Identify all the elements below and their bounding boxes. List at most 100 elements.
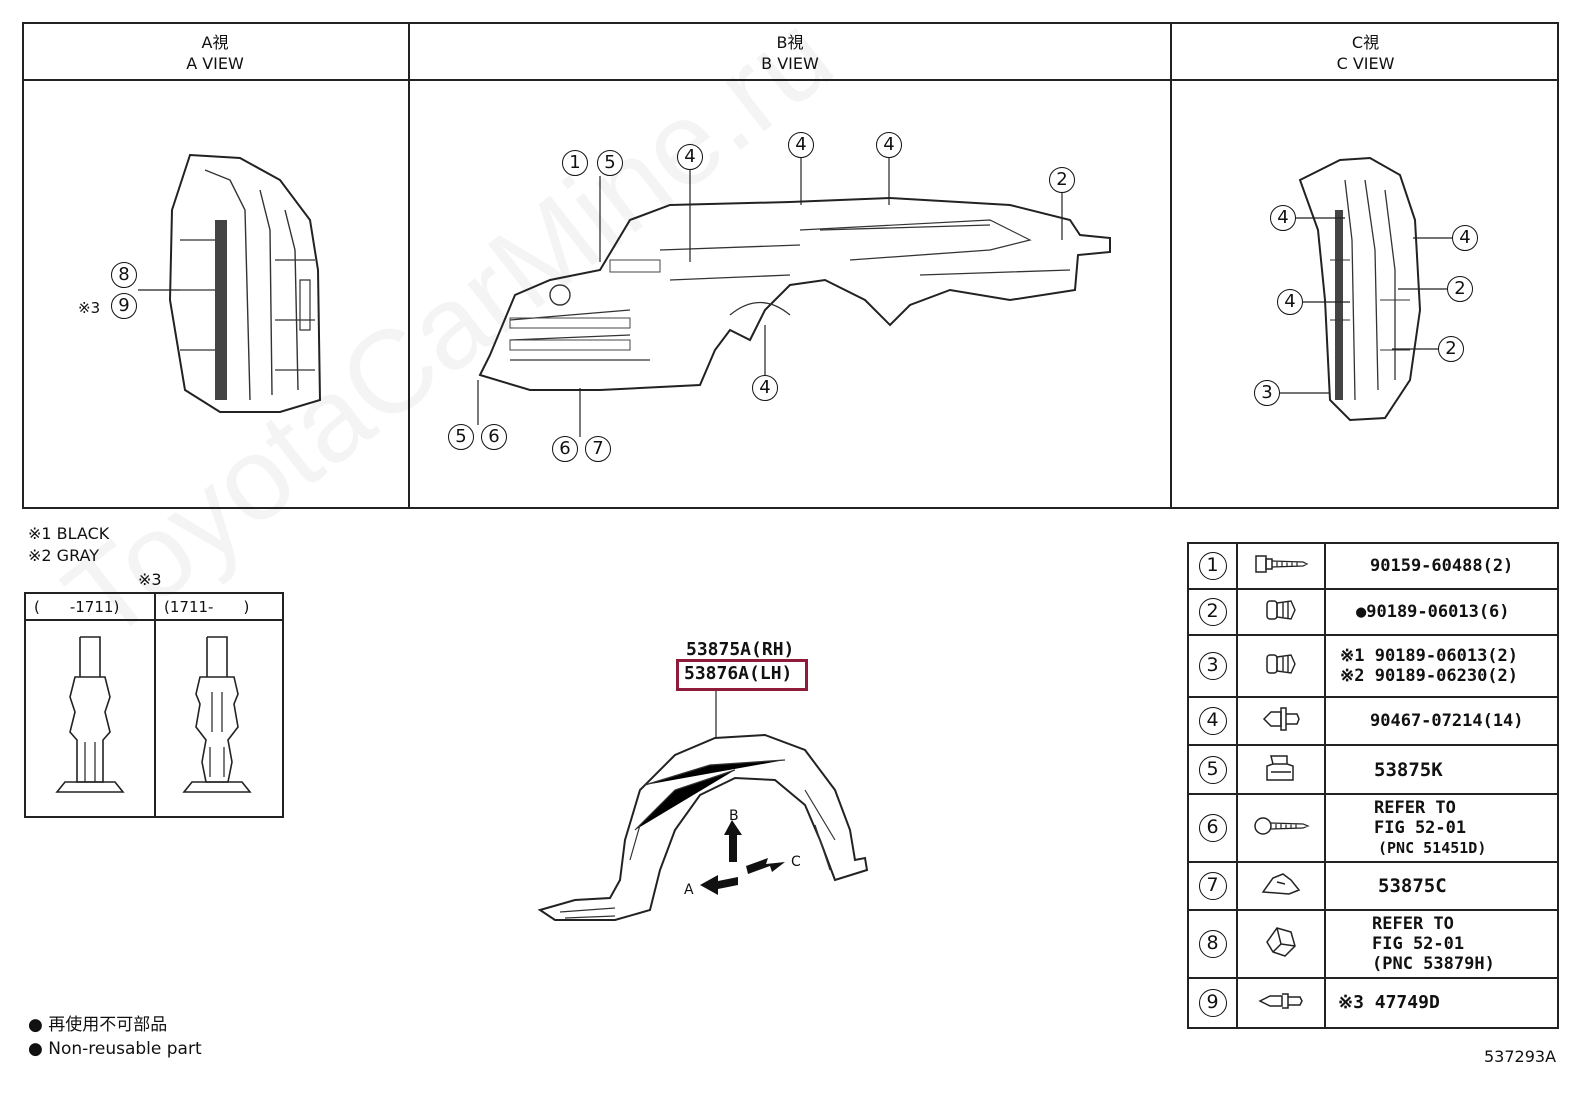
callout-4-b1: 4 bbox=[677, 144, 703, 170]
part-number[interactable]: ※2 90189-06230(2) bbox=[1340, 666, 1519, 686]
a-view-en: A VIEW bbox=[186, 54, 244, 73]
main-leader bbox=[715, 691, 717, 738]
b-view-en: B VIEW bbox=[761, 54, 819, 73]
a-view-jp: A視 bbox=[201, 33, 229, 52]
row-number: 8 bbox=[1198, 930, 1227, 958]
callout-5-b2: 5 bbox=[448, 424, 474, 450]
legend-jp: ● 再使用不可部品 bbox=[28, 1015, 168, 1035]
callout-4-b3: 4 bbox=[876, 132, 902, 158]
range-right: (1711- ) bbox=[164, 598, 250, 616]
callout-5-b: 5 bbox=[597, 150, 623, 176]
range-left: ( -1711) bbox=[34, 598, 120, 616]
a-view-header: A視 A VIEW bbox=[22, 32, 408, 74]
c-view-leaders bbox=[1280, 217, 1452, 394]
callout-9: 9 bbox=[111, 293, 137, 319]
part-number-rh: 53875A(RH) bbox=[686, 639, 795, 660]
note-3-title: ※3 bbox=[138, 570, 162, 589]
note-black: ※1 BLACK bbox=[28, 524, 110, 543]
screw-icon bbox=[1254, 817, 1310, 835]
row-number: 5 bbox=[1198, 755, 1227, 784]
table-row: 3 ※1 90189-06013(2)※2 90189-06230(2) bbox=[1187, 634, 1559, 698]
part-number[interactable]: 90467-07214(14) bbox=[1370, 711, 1524, 731]
parts-table: 1 90159-60488(2) 2 ●90189-06013(6) 3 ※1 … bbox=[1187, 542, 1559, 1029]
views-frame bbox=[22, 22, 1559, 509]
part-number[interactable]: 53875K bbox=[1374, 758, 1443, 781]
arrow-label-a: A bbox=[684, 882, 694, 898]
callout-7-b: 7 bbox=[585, 436, 611, 462]
callout-6-b2: 6 bbox=[552, 436, 578, 462]
push-rivet-icon bbox=[1262, 707, 1300, 731]
a-view-leaders bbox=[138, 289, 180, 291]
clip-variant-left bbox=[55, 636, 125, 793]
b-view-leaders bbox=[477, 158, 1063, 437]
callout-4-c3: 4 bbox=[1277, 289, 1303, 315]
part-number[interactable]: 53875C bbox=[1378, 875, 1447, 897]
figure-code: 537293A bbox=[1484, 1047, 1557, 1066]
part-number[interactable]: FIG 52-01 bbox=[1372, 934, 1465, 954]
clip-variant-right bbox=[182, 636, 252, 793]
row-number: 3 bbox=[1198, 652, 1227, 680]
row-number: 6 bbox=[1198, 814, 1227, 842]
row-number: 9 bbox=[1198, 989, 1227, 1017]
table-row: 7 53875C bbox=[1187, 861, 1559, 911]
variant-col-divider bbox=[154, 592, 156, 818]
table-row: 9 ※3 47749D bbox=[1187, 977, 1559, 1029]
callout-2-c2: 2 bbox=[1438, 336, 1464, 362]
row-number: 1 bbox=[1198, 552, 1227, 580]
part-number-lh[interactable]: 53876A(LH) bbox=[684, 663, 793, 684]
arrow-label-b: B bbox=[729, 808, 739, 824]
row-number: 2 bbox=[1198, 598, 1227, 626]
arrow-label-c: C bbox=[791, 854, 801, 870]
callout-4-c2: 4 bbox=[1452, 225, 1478, 251]
row-number: 7 bbox=[1198, 872, 1227, 900]
callout-4-b2: 4 bbox=[788, 132, 814, 158]
clip-icon bbox=[1266, 600, 1296, 620]
table-row: 1 90159-60488(2) bbox=[1187, 542, 1559, 590]
callout-1-b: 1 bbox=[562, 150, 588, 176]
fender-liner-drawing bbox=[537, 733, 869, 921]
nut-clip-icon bbox=[1266, 754, 1294, 781]
bolt-icon bbox=[1255, 555, 1309, 573]
part-number[interactable]: (PNC 51451D) bbox=[1378, 839, 1487, 857]
callout-4-c1: 4 bbox=[1270, 205, 1296, 231]
part-number[interactable]: REFER TO bbox=[1372, 914, 1454, 934]
grommet-icon bbox=[1258, 993, 1303, 1009]
b-view-header: B視 B VIEW bbox=[410, 32, 1170, 74]
note-gray: ※2 GRAY bbox=[28, 546, 100, 565]
legend-en: ● Non-reusable part bbox=[28, 1039, 202, 1059]
table-row: 2 ●90189-06013(6) bbox=[1187, 588, 1559, 636]
table-row: 5 53875K bbox=[1187, 744, 1559, 795]
b-view-jp: B視 bbox=[776, 33, 804, 52]
retainer-icon bbox=[1261, 873, 1301, 895]
part-number[interactable]: ※3 47749D bbox=[1338, 992, 1440, 1013]
b-view-drawing bbox=[478, 196, 1111, 391]
callout-4-b4: 4 bbox=[752, 375, 778, 401]
part-number[interactable]: ●90189-06013(6) bbox=[1356, 602, 1510, 622]
part-number[interactable]: ※1 90189-06013(2) bbox=[1340, 646, 1519, 666]
callout-8: 8 bbox=[111, 262, 137, 288]
bracket-clip-icon bbox=[1266, 927, 1296, 957]
c-view-header: C視 C VIEW bbox=[1172, 32, 1559, 74]
callout-3-c: 3 bbox=[1254, 380, 1280, 406]
part-number[interactable]: 90159-60488(2) bbox=[1370, 556, 1514, 576]
highlight-lh[interactable] bbox=[676, 659, 808, 691]
view-divider-1 bbox=[408, 22, 410, 509]
clip-icon bbox=[1266, 654, 1296, 674]
part-number[interactable]: FIG 52-01 bbox=[1374, 818, 1467, 838]
part-number[interactable]: (PNC 53879H) bbox=[1372, 954, 1495, 974]
callout-2-c1: 2 bbox=[1447, 276, 1473, 302]
callout-6-b: 6 bbox=[481, 424, 507, 450]
direction-arrows bbox=[700, 820, 785, 895]
row-number: 4 bbox=[1198, 707, 1227, 735]
a-view-drawing bbox=[168, 153, 322, 413]
views-header-divider bbox=[22, 79, 1559, 81]
part-number[interactable]: REFER TO bbox=[1374, 798, 1456, 818]
c-view-drawing bbox=[1298, 156, 1422, 422]
callout-9-prefix: ※3 bbox=[78, 299, 101, 317]
c-view-en: C VIEW bbox=[1336, 54, 1395, 73]
view-divider-2 bbox=[1170, 22, 1172, 509]
c-view-jp: C視 bbox=[1351, 33, 1380, 52]
table-row: 4 90467-07214(14) bbox=[1187, 696, 1559, 746]
